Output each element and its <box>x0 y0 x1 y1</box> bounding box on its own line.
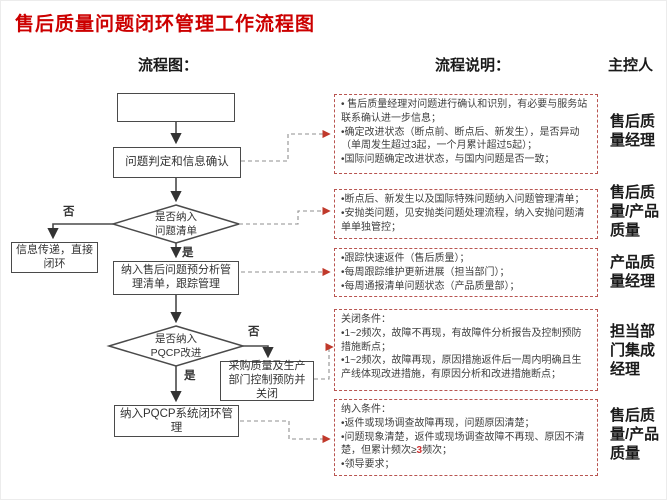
label-yes-2: 是 <box>184 370 196 382</box>
desc-line-with-highlight: •问题现象清楚，返件或现场调查故障不再现、原因不清楚，但累计频次≥3频次； <box>341 431 591 459</box>
highlighted-frequency-number: 3 <box>416 445 423 457</box>
flow-box-purchase-close: 采购质量及生产部门控制预防并关闭 <box>220 360 314 401</box>
connector-pqcp-to-desc5 <box>240 420 331 444</box>
desc-line: •确定改进状态（断点前、断点后、新发生），是否异动（单周发生超过3起，一个月累计… <box>341 126 580 152</box>
flow-box-confirm: 问题判定和信息确认 <box>113 147 241 178</box>
column-header-flowchart: 流程图： <box>138 57 199 74</box>
decision-pqcp-label: 是否纳入 PQCP改进 <box>131 333 221 360</box>
connector-purchase-to-desc4 <box>314 342 334 380</box>
desc-line: •1~2频次，故障不再现，有故障件分析报告及控制预防措施断点； <box>341 327 582 353</box>
desc-line: •领导要求； <box>341 459 395 471</box>
desc-line: •返件或现场调查故障再现，问题原因清楚； <box>341 417 535 429</box>
desc-line: •跟踪快速返件（售后质量）； <box>341 253 470 264</box>
flow-box-direct-close: 信息传递，直接闭环 <box>11 242 98 273</box>
desc-line: 纳入条件： <box>341 404 391 415</box>
desc-line: •国际问题确定改进状态，与国内问题是否一致； <box>341 154 555 166</box>
connector-decision1-to-desc2 <box>239 206 331 225</box>
flow-box-pqcp-close: 纳入PQCP系统闭环管理 <box>114 405 239 437</box>
desc-box-4: 关闭条件： •1~2频次，故障不再现，有故障件分析报告及控制预防措施断点； •1… <box>334 309 598 391</box>
column-header-controller: 主控人 <box>608 57 654 74</box>
flow-branch-no1 <box>47 223 113 240</box>
flow-branch-no2 <box>243 345 274 359</box>
desc-box-2: •断点后、新发生以及国际特殊问题纳入问题管理清单； •安抛类问题，见安抛类问题处… <box>334 189 598 239</box>
desc-line-suffix: 频次； <box>422 445 453 457</box>
desc-line: •安抛类问题，见安抛类问题处理流程，纳入安抛问题清单单独管控； <box>341 207 585 233</box>
column-header-description: 流程说明： <box>435 57 511 74</box>
desc-line: • 售后质量经理对问题进行确认和识别，有必要与服务站联系确认进一步信息； <box>341 99 588 124</box>
controller-department-integration-manager: 担当部门集成经理 <box>610 323 656 378</box>
label-yes-1: 是 <box>182 247 194 259</box>
desc-line: 关闭条件： <box>341 314 391 325</box>
desc-line: •1~2频次，故障再现，原因措施返件后一周内明确且生产线体现改进措施，有原因分析… <box>341 355 582 381</box>
flow-box-preanalysis: 纳入售后问题预分析管理清单，跟踪管理 <box>113 261 239 295</box>
desc-box-5: 纳入条件： •返件或现场调查故障再现，问题原因清楚； •问题现象清楚，返件或现场… <box>334 399 598 476</box>
decision-problem-list-label: 是否纳入 问题清单 <box>131 211 221 238</box>
decision2-line1: 是否纳入 <box>155 333 197 345</box>
desc-box-3: •跟踪快速返件（售后质量）； •每周跟踪维护更新进展（担当部门）； •每周通报清… <box>334 248 598 298</box>
desc-line-prefix: •问题现象清楚，返件或现场调查故障不再现、原因不清楚，但累计频次≥ <box>341 431 585 457</box>
decision1-line1: 是否纳入 <box>155 211 197 223</box>
controller-after-sales-product-quality: 售后质量/产品质量 <box>610 184 660 239</box>
desc-line: •每周通报清单问题状态（产品质量部）； <box>341 280 520 292</box>
decision2-line2: PQCP改进 <box>150 346 202 359</box>
label-no-1: 否 <box>63 206 75 218</box>
desc-line: •断点后、新发生以及国际特殊问题纳入问题管理清单； <box>341 194 585 205</box>
desc-line: •每周跟踪维护更新进展（担当部门）； <box>341 266 510 278</box>
connector-confirm-to-desc1 <box>241 129 331 162</box>
decision-problem-list-shape <box>110 204 242 244</box>
controller-after-sales-quality-manager: 售后质量经理 <box>610 113 656 149</box>
label-no-2: 否 <box>248 326 260 338</box>
desc-box-1: • 售后质量经理对问题进行确认和识别，有必要与服务站联系确认进一步信息； •确定… <box>334 94 598 174</box>
page-title: 售后质量问题闭环管理工作流程图 <box>15 14 316 35</box>
flow-box-start <box>117 93 235 122</box>
decision-pqcp-shape <box>106 325 246 367</box>
decision1-line2: 问题清单 <box>155 224 197 237</box>
controller-after-sales-product-quality-2: 售后质量/产品质量 <box>610 407 660 462</box>
controller-product-quality-manager: 产品质量经理 <box>610 254 656 290</box>
